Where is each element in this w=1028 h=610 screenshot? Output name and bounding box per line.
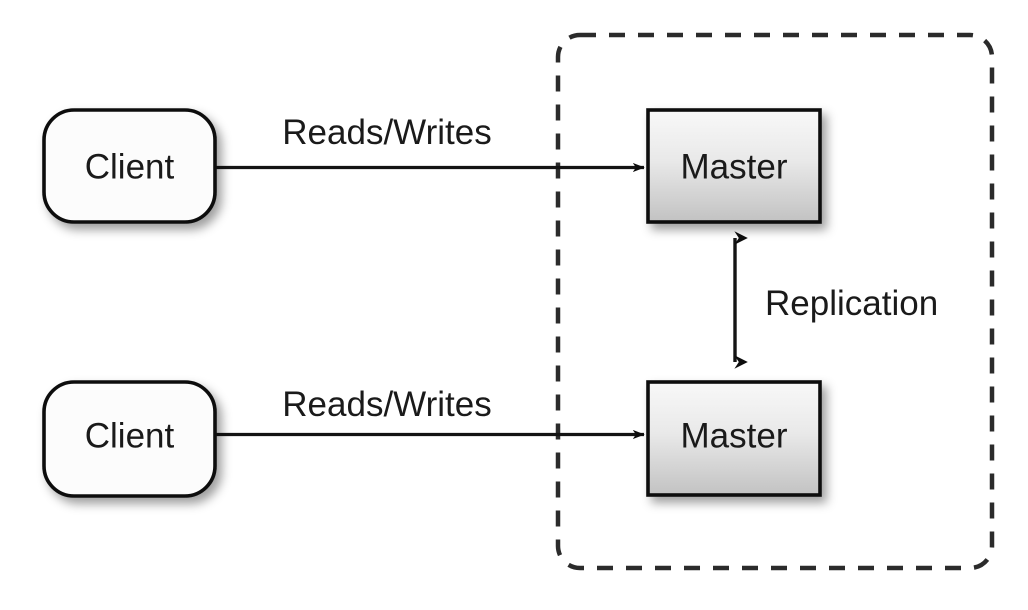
edge-label-reads-writes-bottom: Reads/Writes [282,385,491,424]
node-client-bottom[interactable]: Client [42,380,217,498]
replication-cluster-boundary [555,32,995,571]
node-master-top[interactable]: Master [646,108,822,224]
master-top-shape [646,108,822,224]
master-top-label: Master [681,147,788,186]
edge-label-replication: Replication [765,284,938,323]
node-master-bottom[interactable]: Master [646,380,822,497]
master-bottom-shape [646,380,822,497]
client-bottom-shape [42,380,217,498]
client-bottom-label: Client [85,416,175,455]
client-top-shape [42,108,217,224]
master-bottom-label: Master [681,416,788,455]
client-top-label: Client [85,147,175,186]
node-client-top[interactable]: Client [42,108,217,224]
edge-label-reads-writes-top: Reads/Writes [282,113,491,152]
